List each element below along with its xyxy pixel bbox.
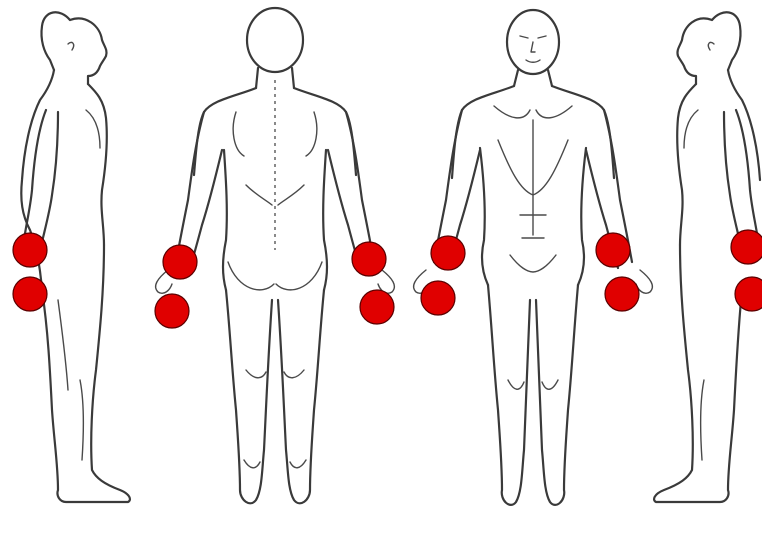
pain-marker-side-left-wrist	[13, 233, 47, 267]
pain-marker-front-left-hand	[605, 277, 639, 311]
head-outline	[247, 8, 303, 72]
arm-outline-right	[176, 112, 222, 268]
leg-outline	[42, 245, 130, 502]
pain-marker-side-right-wrist	[731, 230, 762, 264]
head-outline	[41, 12, 106, 84]
pain-marker-front-right-hand	[421, 281, 455, 315]
pain-marker-back-left-hand	[360, 290, 394, 324]
leg-outline	[654, 245, 742, 502]
leg-outline	[226, 290, 324, 503]
pain-marker-back-right-wrist	[163, 245, 197, 279]
face-features	[520, 36, 546, 62]
pain-marker-side-right-hand	[735, 277, 762, 311]
pain-marker-side-left-hand	[13, 277, 47, 311]
pain-marker-back-right-hand	[155, 294, 189, 328]
leg-outline	[488, 285, 578, 505]
pain-marker-front-right-wrist	[431, 236, 465, 270]
pain-marker-front-left-wrist	[596, 233, 630, 267]
torso-outline	[194, 88, 356, 290]
pain-marker-back-left-wrist	[352, 242, 386, 276]
